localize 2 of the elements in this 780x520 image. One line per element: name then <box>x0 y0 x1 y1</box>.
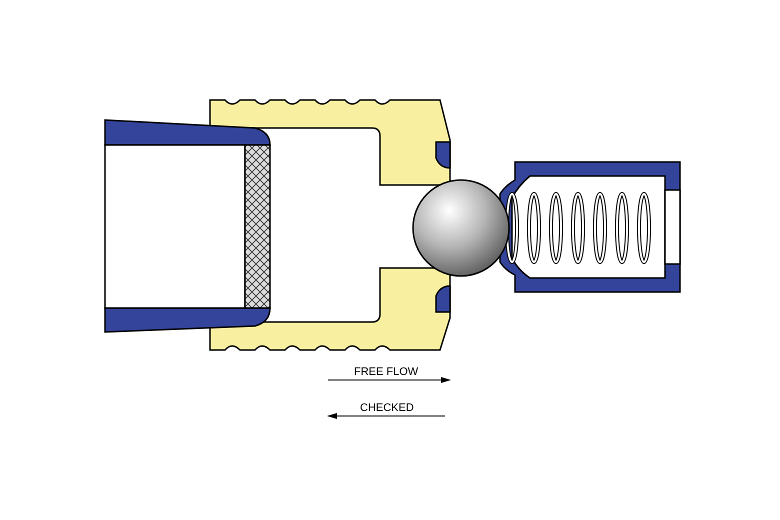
flow-direction-label: CHECKED <box>360 402 414 414</box>
flow-direction-label: FREE FLOW <box>354 366 418 378</box>
